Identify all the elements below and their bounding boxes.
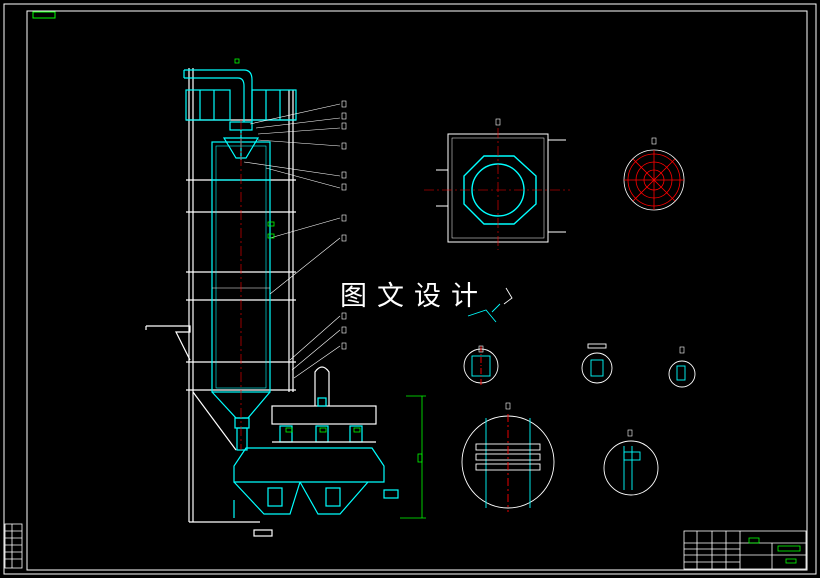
revision-strip [4,523,23,569]
plan-view [424,118,570,250]
section-details [461,287,696,512]
drawing-frame [3,3,817,575]
annotation-markers [234,58,361,433]
title-block [683,530,807,570]
watermark-text: 图文设计 [340,281,488,312]
leader-lines [243,103,341,379]
distributor-plate-detail [623,137,685,211]
balloon-labels [341,100,347,350]
tower-elevation [145,68,426,537]
